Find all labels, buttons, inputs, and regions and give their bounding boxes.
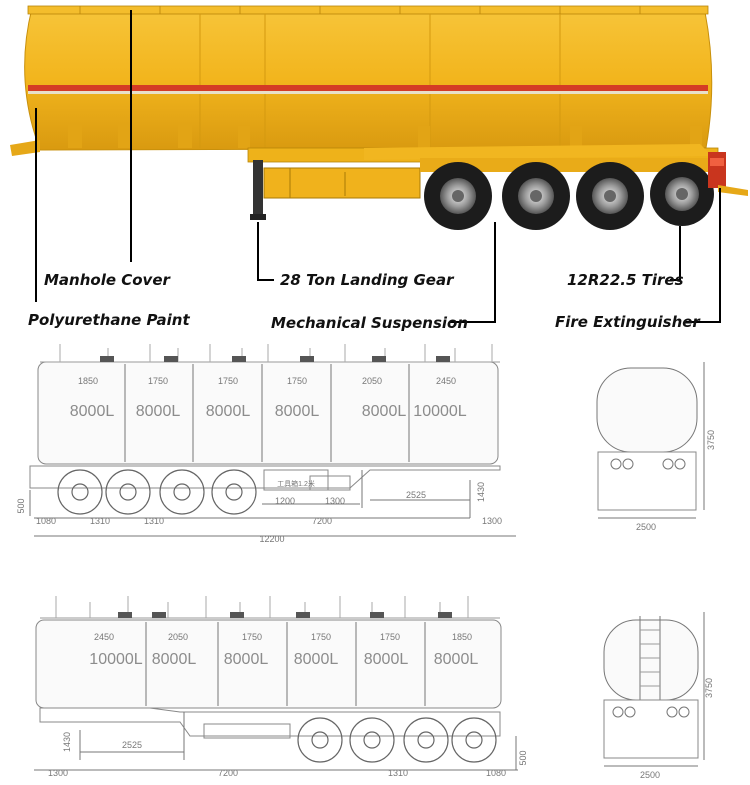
bottom-comp-2-volume: 8000L (152, 651, 197, 668)
toolbox (263, 167, 421, 199)
bottom-comp-2-width: 2050 (168, 632, 188, 642)
bottom-comp-6-volume: 8000L (434, 651, 479, 668)
top-comp-6-volume: 10000L (413, 403, 466, 420)
bottom-dim-1430: 1430 (62, 732, 72, 752)
top-comp-5-width: 2050 (362, 376, 382, 386)
top-dim-2525: 2525 (406, 490, 426, 500)
top-dim-12200: 12200 (259, 534, 284, 544)
callout-tires: 12R22.5 Tires (567, 271, 684, 289)
top-comp-3-width: 1750 (218, 376, 238, 386)
tanker-trailer-illustration (10, 5, 748, 323)
callout-mechanical-suspension: Mechanical Suspension (271, 314, 469, 332)
end-view-top (596, 362, 705, 519)
callout-polyurethane-paint: Polyurethane Paint (28, 311, 190, 329)
top-dim-500: 500 (16, 498, 26, 513)
leader-suspension (449, 222, 496, 323)
top-walkway (27, 5, 709, 15)
top-comp-2-volume: 8000L (136, 403, 181, 420)
bottom-dim-1300: 1300 (48, 768, 68, 778)
top-dim-1200: 1200 (275, 496, 295, 506)
wheel-group (424, 162, 714, 230)
bottom-comp-1-width: 2450 (94, 632, 114, 642)
top-comp-1-width: 1850 (78, 376, 98, 386)
bottom-comp-5-volume: 8000L (364, 651, 409, 668)
top-comp-1-volume: 8000L (70, 403, 115, 420)
bottom-dim-2525: 2525 (122, 740, 142, 750)
bottom-dim-1080: 1080 (486, 768, 506, 778)
bottom-comp-4-width: 1750 (311, 632, 331, 642)
top-dim-1300b: 1300 (325, 496, 345, 506)
top-end-height: 3750 (706, 430, 716, 450)
leader-landing-gear (257, 222, 274, 281)
side-view-top (29, 344, 516, 537)
top-comp-3-volume: 8000L (206, 403, 251, 420)
leader-tires (670, 226, 681, 281)
technical-drawings: 1850 1750 1750 1750 2050 2450 8000L 8000… (0, 340, 750, 780)
bottom-dim-1310: 1310 (388, 768, 408, 778)
top-comp-4-volume: 8000L (275, 403, 320, 420)
top-dim-1310b: 1310 (144, 516, 164, 526)
bottom-comp-5-width: 1750 (380, 632, 400, 642)
top-dim-1080: 1080 (36, 516, 56, 526)
bottom-comp-6-width: 1850 (452, 632, 472, 642)
top-comp-4-width: 1750 (287, 376, 307, 386)
side-view-bottom (34, 596, 518, 771)
top-end-width: 2500 (636, 522, 656, 532)
top-dim-1430: 1430 (476, 482, 486, 502)
top-comp-2-width: 1750 (148, 376, 168, 386)
top-dim-7200: 7200 (312, 516, 332, 526)
bottom-comp-3-width: 1750 (242, 632, 262, 642)
top-comp-6-width: 2450 (436, 376, 456, 386)
callout-manhole-cover: Manhole Cover (44, 271, 170, 289)
top-dim-1310a: 1310 (90, 516, 110, 526)
leader-extinguisher (686, 188, 721, 323)
trailer-photo: Manhole Cover Polyurethane Paint 28 Ton … (0, 0, 750, 340)
top-comp-5-volume: 8000L (362, 403, 407, 420)
end-view-bottom (603, 612, 705, 767)
top-toolbox-label: 工具箱1.2米 (277, 479, 315, 488)
bottom-comp-3-volume: 8000L (224, 651, 269, 668)
rear-light-box (708, 152, 726, 188)
bottom-comp-4-volume: 8000L (294, 651, 339, 668)
bottom-dim-500: 500 (518, 750, 528, 765)
bottom-end-height: 3750 (704, 678, 714, 698)
blueprint-svg: 1850 1750 1750 1750 2050 2450 8000L 8000… (16, 344, 716, 780)
callout-fire-extinguisher: Fire Extinguisher (555, 313, 700, 331)
callout-landing-gear: 28 Ton Landing Gear (280, 271, 454, 289)
bottom-end-width: 2500 (640, 770, 660, 780)
bottom-dim-7200: 7200 (218, 768, 238, 778)
bottom-comp-1-volume: 10000L (89, 651, 142, 668)
top-dim-1300: 1300 (482, 516, 502, 526)
red-reflective-stripe (28, 85, 708, 91)
landing-gear (253, 160, 263, 220)
